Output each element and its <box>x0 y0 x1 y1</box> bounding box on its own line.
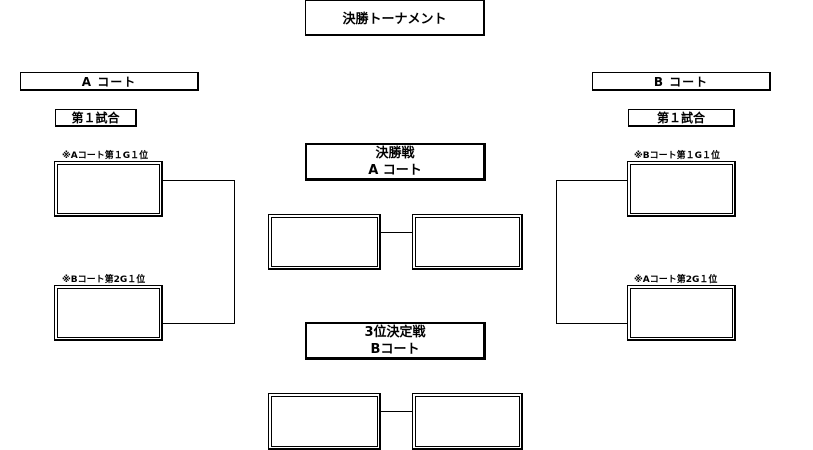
right-bottom-slot[interactable] <box>627 285 736 341</box>
court-a-label-text: A コート <box>81 74 137 89</box>
left-match-label-text: 第１試合 <box>71 111 120 125</box>
right-bracket-vertical-line <box>556 180 557 324</box>
third-place-left-slot[interactable] <box>268 393 381 450</box>
final-connector-line <box>381 232 413 233</box>
right-top-slot[interactable] <box>627 161 736 217</box>
left-bracket-top-line <box>163 180 235 181</box>
left-seed-top: ※Aコート第１G１位 <box>62 151 149 161</box>
left-match-label: 第１試合 <box>55 109 137 127</box>
court-b-label-text: B コート <box>653 74 709 89</box>
left-seed-bottom: ※Bコート第2G１位 <box>62 275 146 285</box>
right-bracket-top-line <box>556 180 627 181</box>
final-label-line1: 決勝戦 <box>375 145 415 161</box>
third-place-label: 3位決定戦 Bコート <box>305 322 486 360</box>
tournament-title: 決勝トーナメント <box>305 0 485 36</box>
final-right-slot[interactable] <box>412 214 523 270</box>
left-bracket-bottom-line <box>163 323 235 324</box>
right-match-label: 第１試合 <box>628 109 735 127</box>
right-match-label-text: 第１試合 <box>656 111 705 125</box>
court-a-label: A コート <box>20 72 199 91</box>
left-bottom-slot[interactable] <box>54 285 163 341</box>
final-label-line2: A コート <box>368 162 422 178</box>
right-seed-top: ※Bコート第１G１位 <box>634 151 720 161</box>
third-place-right-slot[interactable] <box>412 393 523 450</box>
right-seed-bottom: ※Aコート第2G１位 <box>634 275 718 285</box>
third-place-connector-line <box>381 411 413 412</box>
left-bracket-vertical-line <box>234 180 235 324</box>
final-label: 決勝戦 A コート <box>305 143 486 181</box>
third-place-label-line1: 3位決定戦 <box>364 324 426 340</box>
third-place-label-line2: Bコート <box>370 341 420 357</box>
right-bracket-bottom-line <box>556 323 627 324</box>
final-left-slot[interactable] <box>268 214 381 270</box>
court-b-label: B コート <box>592 72 771 91</box>
tournament-title-text: 決勝トーナメント <box>342 12 447 27</box>
left-top-slot[interactable] <box>54 161 163 217</box>
